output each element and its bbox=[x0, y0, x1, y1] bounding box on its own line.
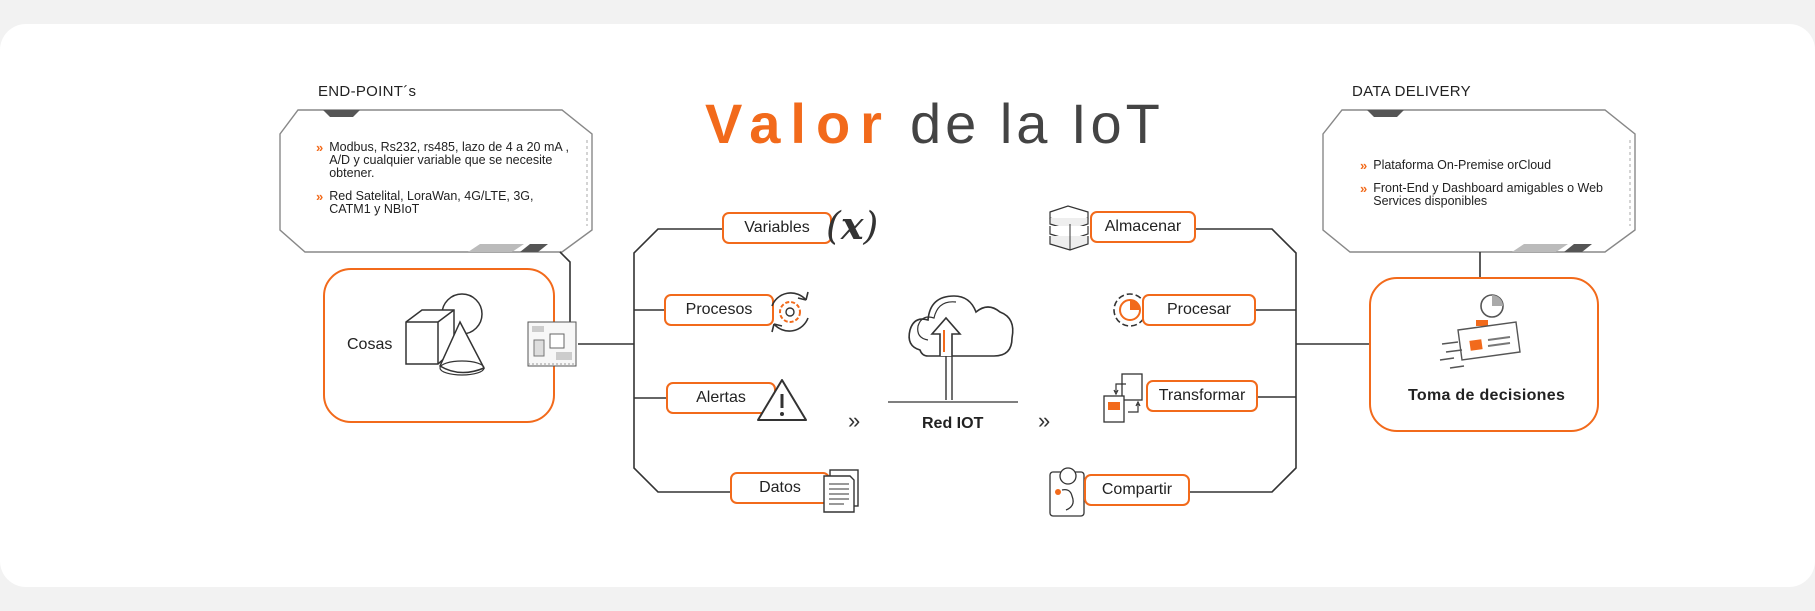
list-item: » Red Satelital, LoraWan, 4G/LTE, 3G, CAT… bbox=[316, 190, 578, 216]
bullet-text: Plataforma On-Premise orCloud bbox=[1373, 158, 1552, 172]
chevron-right-icon: » bbox=[1360, 158, 1368, 173]
list-item: » Front-End y Dashboard amigables o Web S… bbox=[1360, 182, 1610, 208]
bullet-text: Modbus, Rs232, rs485, lazo de 4 a 20 mA … bbox=[329, 140, 569, 180]
dashboard-charts-icon bbox=[1439, 294, 1521, 369]
pill-procesar: Procesar bbox=[1142, 294, 1256, 326]
bullet-text: Front-End y Dashboard amigables o Web Se… bbox=[1373, 181, 1603, 208]
bullet-text: Red Satelital, LoraWan, 4G/LTE, 3G, CATM… bbox=[329, 189, 534, 216]
pill-almacenar: Almacenar bbox=[1090, 211, 1196, 243]
pill-datos: Datos bbox=[730, 472, 830, 504]
storage-stack-icon bbox=[1049, 205, 1089, 251]
cloud-upload-icon bbox=[908, 295, 1014, 400]
chevron-right-icon: » bbox=[1360, 181, 1368, 196]
chevron-right-icon: » bbox=[316, 189, 324, 204]
arrow-right-icon: » bbox=[1038, 408, 1051, 433]
red-iot-label: Red IOT bbox=[922, 415, 984, 432]
shapes-icon bbox=[405, 293, 486, 376]
pill-variables: Variables bbox=[722, 212, 832, 244]
title-rest: de la IoT bbox=[909, 92, 1164, 155]
endpoints-bullets: » Modbus, Rs232, rs485, lazo de 4 a 20 mA… bbox=[316, 141, 578, 226]
gear-cycle-icon bbox=[771, 291, 809, 333]
endpoints-heading: END-POINT´s bbox=[318, 83, 417, 100]
pill-procesos: Procesos bbox=[664, 294, 774, 326]
documents-icon bbox=[823, 469, 859, 513]
title-highlight: Valor bbox=[705, 92, 892, 155]
pill-compartir: Compartir bbox=[1084, 474, 1190, 506]
data-delivery-bullets: » Plataforma On-Premise orCloud » Front-En… bbox=[1360, 159, 1610, 218]
arrow-right-icon: » bbox=[848, 408, 861, 433]
pill-transformar: Transformar bbox=[1146, 380, 1258, 412]
circuit-board-icon bbox=[527, 321, 577, 367]
variable-x-icon: (x) bbox=[826, 203, 879, 248]
transform-cards-icon bbox=[1103, 373, 1143, 423]
decisiones-label: Toma de decisiones bbox=[1408, 387, 1566, 404]
gear-chart-icon bbox=[1113, 293, 1147, 327]
share-icon bbox=[1049, 467, 1085, 517]
chevron-right-icon: » bbox=[316, 140, 324, 155]
list-item: » Plataforma On-Premise orCloud bbox=[1360, 158, 1610, 173]
data-delivery-heading: DATA DELIVERY bbox=[1352, 83, 1471, 100]
list-item: » Modbus, Rs232, rs485, lazo de 4 a 20 mA… bbox=[316, 141, 578, 180]
cosas-label: Cosas bbox=[347, 336, 393, 353]
warning-triangle-icon bbox=[757, 379, 807, 421]
